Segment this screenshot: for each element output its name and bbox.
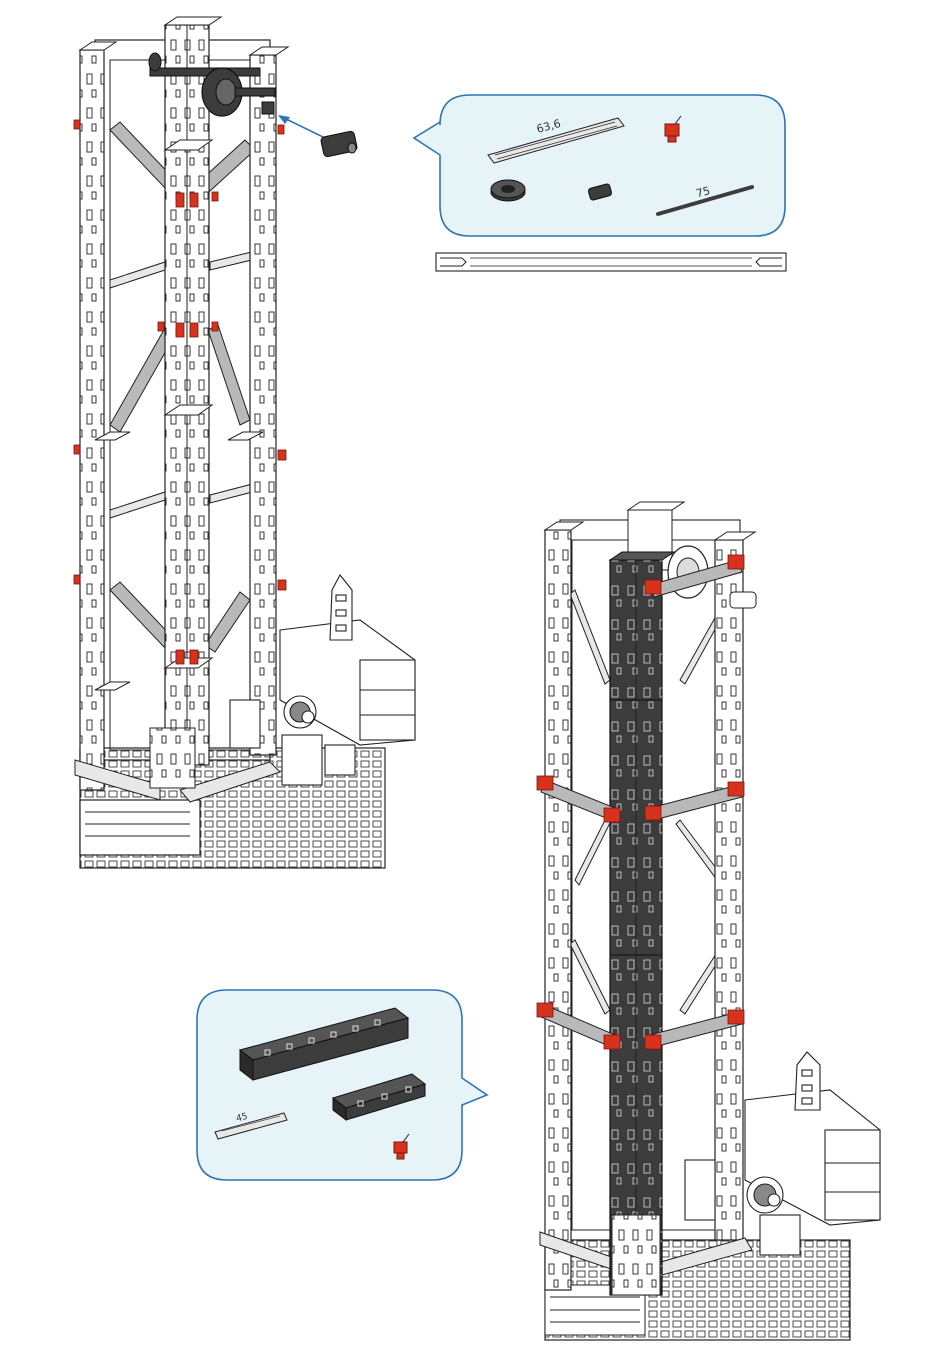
coupling-insert [278, 115, 358, 157]
callout-step2: 45 [197, 990, 487, 1180]
black-block-column [610, 552, 674, 1295]
motor-assembly-step2 [685, 1052, 880, 1255]
pulley-wheel-icon [491, 180, 525, 201]
tower-step2 [537, 502, 880, 1340]
callout-step1: 63,6 75 [414, 95, 785, 236]
callout-bubble [414, 95, 785, 236]
tower-step1 [74, 17, 415, 868]
long-strut-part [436, 253, 786, 271]
callout-bubble-step2 [197, 990, 487, 1180]
